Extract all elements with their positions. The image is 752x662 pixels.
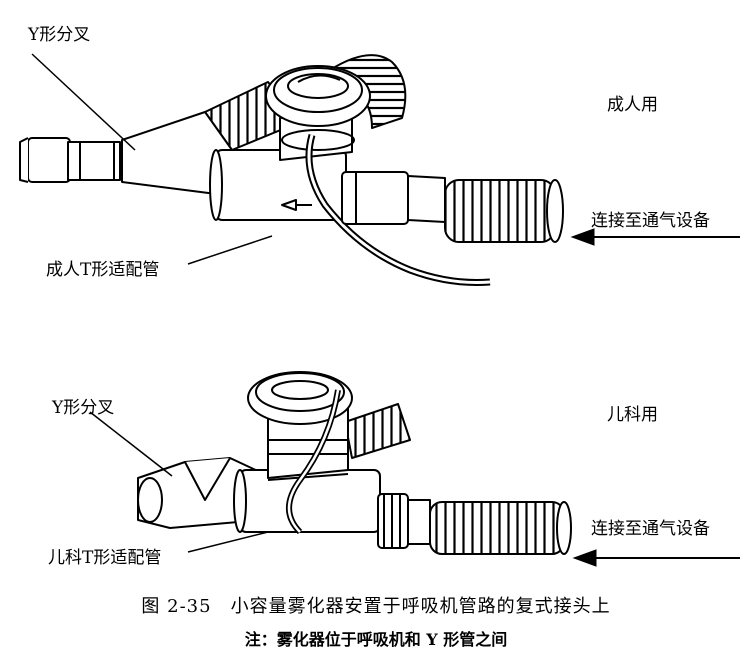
pediatric-assembly xyxy=(137,371,572,555)
figure-caption: 图 2-35 小容量雾化器安置于呼吸机管路的复式接头上 xyxy=(141,596,611,617)
adult-nebulizer xyxy=(265,65,371,161)
pediatric-usage-label: 儿科用 xyxy=(607,405,658,425)
pediatric-leader-lines xyxy=(89,411,269,553)
adult-leader-lines xyxy=(31,53,273,265)
adult-t-adapter-label: 成人T形适配管 xyxy=(46,260,160,280)
pediatric-y-piece-label: Y形分叉 xyxy=(52,398,115,418)
pediatric-upper-corrugated-tube xyxy=(344,403,411,459)
adult-arrow xyxy=(570,228,740,246)
pediatric-t-adapter xyxy=(233,469,381,533)
pediatric-nebulizer xyxy=(247,371,353,481)
pediatric-y-piece xyxy=(137,457,261,529)
adult-t-adapter xyxy=(209,149,347,221)
adult-ventilator-label: 连接至通气设备 xyxy=(591,211,710,231)
adult-assembly xyxy=(19,54,564,286)
adult-usage-label: 成人用 xyxy=(607,95,658,115)
adult-y-piece-label: Y形分叉 xyxy=(28,25,91,45)
pediatric-ventilator-tube xyxy=(377,493,572,555)
pediatric-ventilator-label: 连接至通气设备 xyxy=(591,519,710,539)
adult-left-connector xyxy=(19,137,121,183)
pediatric-arrow xyxy=(572,549,740,567)
adult-ventilator-tube xyxy=(341,171,564,243)
pediatric-t-adapter-label: 儿科T形适配管 xyxy=(48,548,162,568)
figure-note: 注：雾化器位于呼吸机和 Y 形管之间 xyxy=(244,630,508,649)
